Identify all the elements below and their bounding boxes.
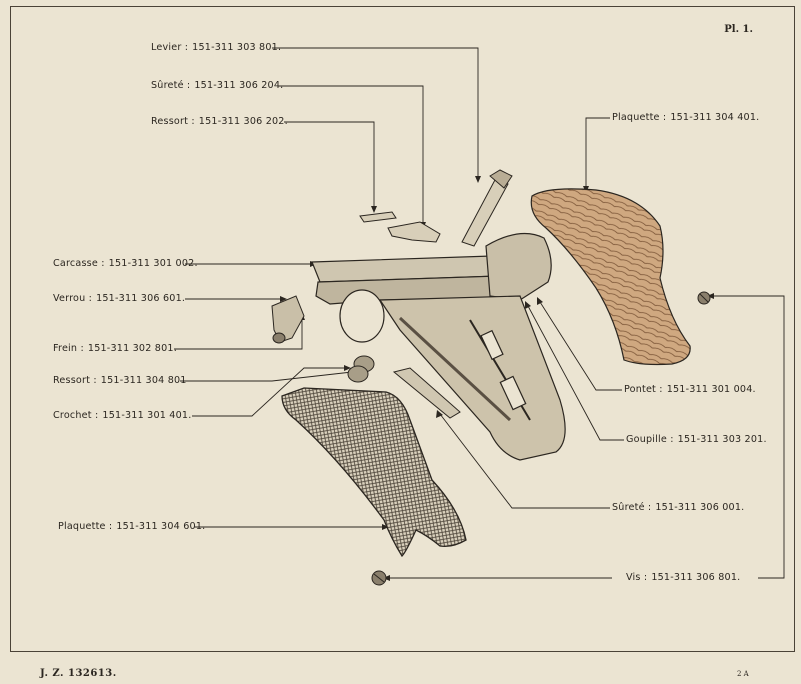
leader-ressort-202 <box>284 121 375 208</box>
leader-levier <box>272 47 479 178</box>
plate-frame <box>10 6 795 652</box>
surete-001-part <box>392 367 461 419</box>
leader-surete-204 <box>278 85 424 224</box>
surete-204-part <box>387 221 441 243</box>
label-carcasse: Carcasse :151-311 301 002. <box>53 258 198 269</box>
plate-number: Pl. 1. <box>724 24 753 35</box>
carcasse-part <box>311 232 566 461</box>
levier-part <box>461 177 509 247</box>
leader-vis-return <box>712 295 785 579</box>
leader-lines <box>174 47 785 579</box>
small-parts <box>359 169 513 247</box>
label-vis: Vis :151-311 306 801. <box>626 572 741 583</box>
ressort-801-part <box>347 355 375 383</box>
leader-goupille <box>527 305 624 441</box>
label-surete-204: Sûreté :151-311 306 204. <box>151 80 284 91</box>
vis-parts <box>371 291 711 586</box>
leader-surete-001 <box>439 413 610 509</box>
leader-frein <box>174 318 303 350</box>
footer-page-mark: 2 A <box>737 670 749 678</box>
leader-plaquette-401 <box>585 117 610 188</box>
label-pontet: Pontet :151-311 301 004. <box>624 384 756 395</box>
label-ressort-202: Ressort :151-311 306 202. <box>151 116 288 127</box>
label-plaquette-601: Plaquette :151-311 304 601. <box>58 521 206 532</box>
label-ressort-801: Ressort :151-311 304 801 <box>53 375 187 386</box>
label-verrou: Verrou :151-311 306 601. <box>53 293 186 304</box>
label-goupille: Goupille :151-311 303 201. <box>626 434 767 445</box>
leader-pontet <box>539 301 622 391</box>
plaquette-401-part <box>530 188 691 366</box>
ressort-202-part <box>359 211 397 223</box>
footer-reference: J. Z. 132613. <box>40 668 117 679</box>
label-plaquette-401: Plaquette :151-311 304 401. <box>612 112 760 123</box>
leader-ressort-801 <box>180 371 353 382</box>
plaquette-601-part <box>281 387 467 558</box>
label-levier: Levier :151-311 303 801. <box>151 42 282 53</box>
verrou-part <box>271 295 305 344</box>
label-surete-001: Sûreté :151-311 306 001. <box>612 502 745 513</box>
label-frein: Frein :151-311 302 801. <box>53 343 177 354</box>
leader-crochet <box>192 367 346 417</box>
label-crochet: Crochet :151-311 301 401. <box>53 410 192 421</box>
